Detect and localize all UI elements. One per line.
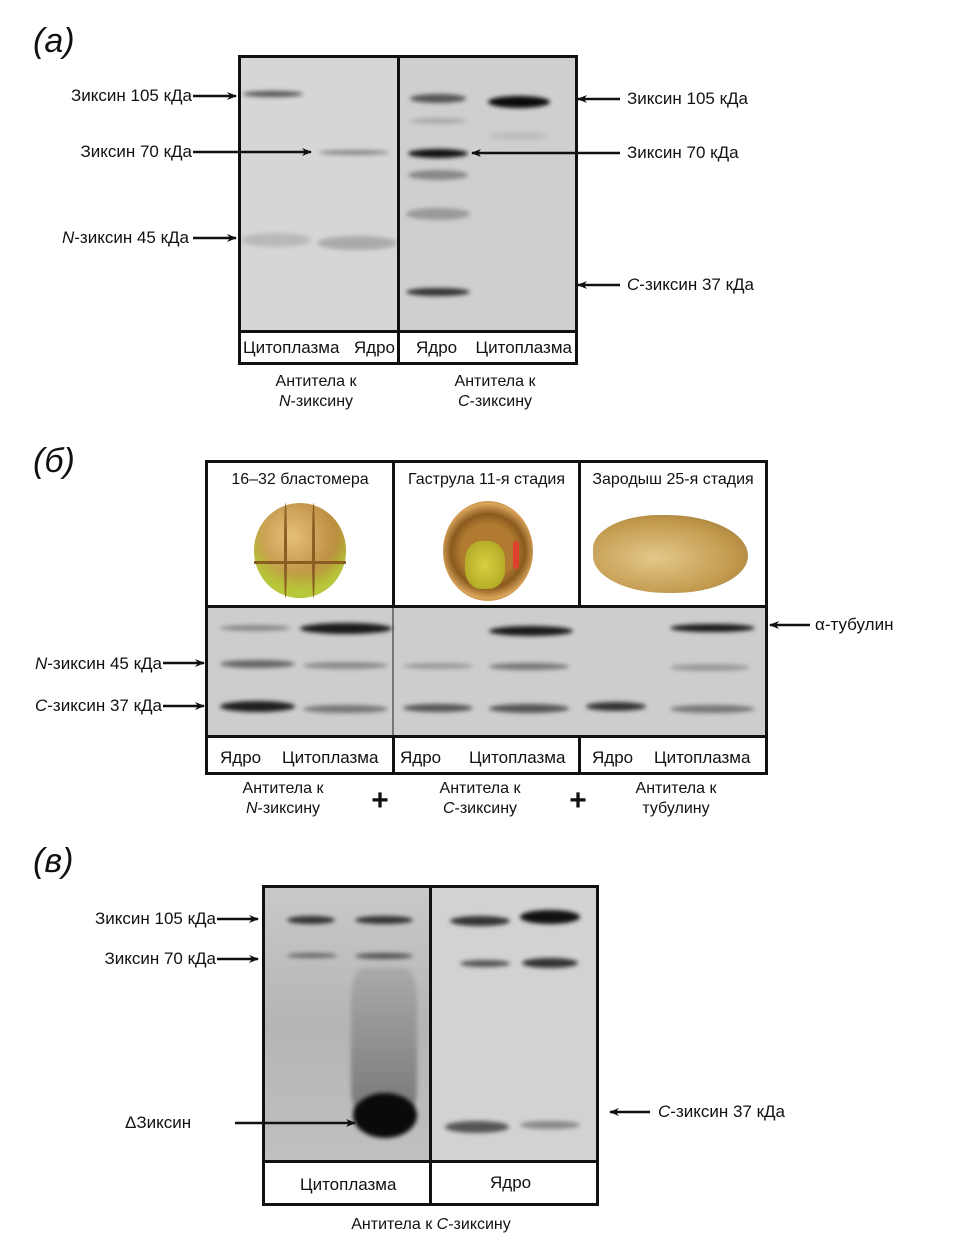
panel-a-label: (а) bbox=[33, 22, 75, 60]
blot-a-n-antibody bbox=[238, 55, 400, 333]
band-c-zyxin-37 bbox=[220, 701, 295, 712]
blastomere-embryo-image bbox=[254, 503, 346, 598]
band-faint bbox=[410, 118, 466, 124]
band-tubulin bbox=[670, 624, 755, 632]
label-zyxin-105: Зиксин 105 кДа bbox=[95, 909, 216, 928]
plus-sign: + bbox=[569, 784, 587, 817]
lane-label: Ядро bbox=[353, 337, 395, 357]
band-70 bbox=[355, 953, 413, 959]
band-70 bbox=[408, 149, 468, 158]
band-105 bbox=[355, 916, 413, 924]
band-delta-zyxin bbox=[353, 1093, 417, 1138]
band-105 bbox=[287, 916, 335, 924]
band-n-zyxin-45 bbox=[303, 662, 388, 669]
band-c-zyxin-37 bbox=[670, 705, 755, 713]
label-alpha-tubulin: α-тубулин bbox=[815, 615, 894, 634]
blot-c bbox=[262, 885, 599, 1163]
lane-label: Цитоплазма bbox=[475, 337, 572, 357]
band-faint bbox=[408, 170, 468, 180]
label-n-zyxin-45: N-зиксин 45 кДа bbox=[61, 228, 189, 247]
band-70 bbox=[319, 150, 389, 155]
blot-b bbox=[205, 605, 768, 738]
label-c-zyxin-37: C-зиксин 37 кДа bbox=[34, 696, 162, 715]
lane-label: Цитоплазма bbox=[243, 337, 340, 357]
band-faint bbox=[488, 132, 548, 140]
band-70 bbox=[460, 960, 510, 967]
band-105 bbox=[410, 94, 466, 103]
band-n-zyxin-45 bbox=[403, 663, 473, 669]
band-37 bbox=[406, 288, 470, 296]
embryo-stage-images: 16–32 бластомера Гаструла 11-я стадия За… bbox=[205, 460, 768, 608]
band-105 bbox=[450, 916, 510, 926]
stage-label: Зародыш 25-я стадия bbox=[592, 471, 754, 488]
band-tubulin bbox=[489, 626, 573, 636]
lane-label: Цитоплазма bbox=[300, 1175, 397, 1194]
lane-label: Ядро bbox=[490, 1173, 532, 1192]
band-105 bbox=[520, 910, 580, 924]
tailbud-embryo-image bbox=[593, 515, 748, 593]
panel-b-label: (б) bbox=[33, 442, 75, 480]
gastrula-embryo-image bbox=[443, 501, 533, 601]
band-faint bbox=[406, 208, 470, 220]
label-c-zyxin-37: C-зиксин 37 кДа bbox=[627, 275, 755, 294]
label-zyxin-105-right: Зиксин 105 кДа bbox=[627, 89, 748, 108]
lane-label: Ядро bbox=[400, 748, 442, 767]
band-c-zyxin-37 bbox=[403, 704, 473, 712]
band-70 bbox=[287, 953, 337, 958]
band-n-zyxin-45 bbox=[489, 663, 569, 670]
label-zyxin-70-right: Зиксин 70 кДа bbox=[627, 143, 739, 162]
label-n-zyxin-45: N-зиксин 45 кДа bbox=[34, 654, 162, 673]
lane-labels-c: Цитоплазма Ядро bbox=[262, 1160, 599, 1206]
lane-label: Цитоплазма bbox=[654, 748, 751, 767]
band-45 bbox=[241, 233, 311, 247]
blot-a-c-antibody bbox=[397, 55, 578, 333]
lane-labels-a-right: Ядро Цитоплазма bbox=[397, 330, 578, 365]
band-c-zyxin-37 bbox=[489, 704, 569, 713]
band-105 bbox=[488, 96, 550, 108]
panel-c-label: (в) bbox=[33, 842, 74, 880]
band-c-zyxin-37 bbox=[520, 1121, 580, 1129]
lane-label: Ядро bbox=[220, 748, 262, 767]
lane-label: Ядро bbox=[592, 748, 634, 767]
label-zyxin-70: Зиксин 70 кДа bbox=[80, 142, 192, 161]
lane-label: Цитоплазма bbox=[469, 748, 566, 767]
lane-label: Цитоплазма bbox=[282, 748, 379, 767]
label-delta-zyxin: ΔЗиксин bbox=[125, 1113, 192, 1132]
band-n-zyxin-45 bbox=[670, 664, 750, 671]
band-105 bbox=[243, 91, 303, 97]
band-c-zyxin-37 bbox=[586, 702, 646, 711]
band-n-zyxin-45 bbox=[220, 660, 295, 668]
lane-label: Ядро bbox=[416, 337, 458, 357]
caption-c-antibody: Антитела к C-зиксину bbox=[351, 1216, 511, 1233]
lane-labels-b: Ядро Цитоплазма Ядро Цитоплазма Ядро Цит… bbox=[205, 735, 768, 775]
band-tubulin bbox=[300, 623, 392, 634]
band-45 bbox=[317, 236, 397, 250]
label-c-zyxin-37: C-зиксин 37 кДа bbox=[658, 1102, 786, 1121]
plus-sign: + bbox=[371, 784, 389, 817]
band-c-zyxin-37 bbox=[303, 705, 388, 713]
label-zyxin-70: Зиксин 70 кДа bbox=[104, 949, 216, 968]
label-zyxin-105: Зиксин 105 кДа bbox=[71, 86, 192, 105]
stage-label: Гаструла 11-я стадия bbox=[407, 471, 566, 488]
band-tubulin bbox=[220, 625, 290, 631]
stage-label: 16–32 бластомера bbox=[231, 471, 369, 488]
band-c-zyxin-37 bbox=[445, 1121, 509, 1133]
band-70 bbox=[522, 958, 578, 968]
